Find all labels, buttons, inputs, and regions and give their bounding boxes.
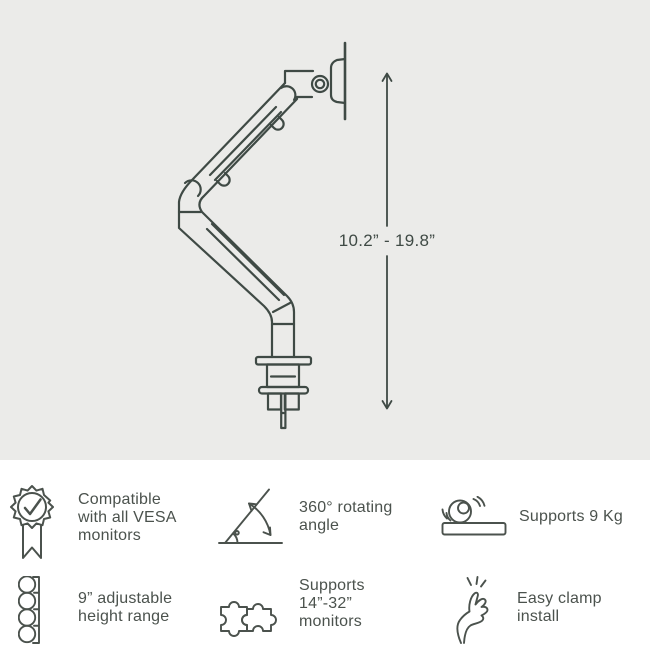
feature-text-line: Easy clamp xyxy=(517,590,602,607)
desk-flange xyxy=(254,355,313,366)
weight-ball-inner xyxy=(457,501,470,515)
monitor-arm-drawing xyxy=(177,41,393,430)
feature-height-text: 9” adjustable height range xyxy=(78,590,172,626)
arm-tab-lower xyxy=(215,171,231,187)
clamp-leg-left xyxy=(266,392,283,411)
lower-gas-spring xyxy=(205,222,286,302)
head-bracket xyxy=(283,69,315,99)
checkmark xyxy=(23,498,42,516)
motion-arcs-left xyxy=(441,508,452,522)
clamp-leg-right xyxy=(283,392,300,411)
weight-ball xyxy=(448,499,472,524)
degree-dot xyxy=(234,530,240,536)
dimension-arrow-head-top xyxy=(381,72,393,82)
vesa-badge-icon xyxy=(10,485,54,559)
ball-joint-outer xyxy=(310,74,330,94)
dimension-arrow-head-bottom xyxy=(381,400,393,410)
feature-text-line: 9” adjustable xyxy=(78,590,173,607)
feature-text-line: install xyxy=(517,608,560,625)
height-circle-4 xyxy=(18,624,37,644)
head-seam-arc xyxy=(279,85,297,102)
upper-gas-spring xyxy=(208,105,283,182)
feature-weight-text: Supports 9 Kg xyxy=(519,508,623,526)
height-range-icon xyxy=(18,576,40,644)
rotation-arrow-head-bottom xyxy=(262,526,272,536)
feature-text-line: Supports xyxy=(299,577,365,594)
vesa-plate xyxy=(329,57,347,105)
badge-inner-circle xyxy=(17,492,47,522)
snap-spark-lines xyxy=(466,576,487,588)
measure-bracket xyxy=(32,576,40,644)
weight-capacity-icon xyxy=(441,496,507,536)
feature-vesa-text: Compatible with all VESA monitors xyxy=(78,491,177,545)
height-dimension-label: 10.2” - 19.8” xyxy=(338,231,436,250)
puzzle-piece-left xyxy=(220,601,248,637)
support-bar xyxy=(441,522,507,536)
rotation-angle-icon xyxy=(218,488,283,544)
height-circle-3 xyxy=(18,608,37,627)
feature-clamp-text: Easy clamp install xyxy=(517,590,602,626)
feature-size-text: Supports 14”-32” monitors xyxy=(299,577,365,631)
diagram-panel: 10.2” - 19.8” xyxy=(0,0,650,460)
feature-text-line: Supports 9 Kg xyxy=(519,508,623,525)
monitor-size-icon xyxy=(220,601,277,637)
feature-text-line: with all VESA xyxy=(78,509,177,526)
motion-arcs-right xyxy=(472,496,486,507)
pole-joint-seam xyxy=(271,301,292,314)
clamp-install-icon xyxy=(456,576,489,644)
elbow-seam-arc xyxy=(183,179,202,198)
angle-small-arc xyxy=(232,532,239,544)
arm-outer-contour xyxy=(177,81,287,359)
feature-text-line: 360° rotating xyxy=(299,499,393,516)
feature-text-line: 14”-32” xyxy=(299,595,352,612)
feature-text-line: monitors xyxy=(299,613,362,630)
rotation-arrow-head-top xyxy=(248,502,258,512)
hand-outline xyxy=(456,591,489,644)
arm-tab-upper xyxy=(269,115,285,131)
rotation-arrow-arc xyxy=(248,502,272,536)
feature-text-line: monitors xyxy=(78,527,141,544)
height-circle-1 xyxy=(18,576,37,594)
ribbon-tails xyxy=(22,524,42,559)
height-circle-2 xyxy=(18,591,37,611)
feature-text-line: height range xyxy=(78,608,170,625)
feature-text-line: Compatible xyxy=(78,491,161,508)
angle-hypotenuse xyxy=(224,488,270,544)
ball-joint-inner xyxy=(314,78,326,90)
clamp-screw-rod xyxy=(280,392,287,430)
feature-text-line: angle xyxy=(299,517,340,534)
puzzle-piece-right xyxy=(241,603,277,632)
feature-rotation-text: 360° rotating angle xyxy=(299,499,393,535)
under-flange xyxy=(257,385,310,395)
